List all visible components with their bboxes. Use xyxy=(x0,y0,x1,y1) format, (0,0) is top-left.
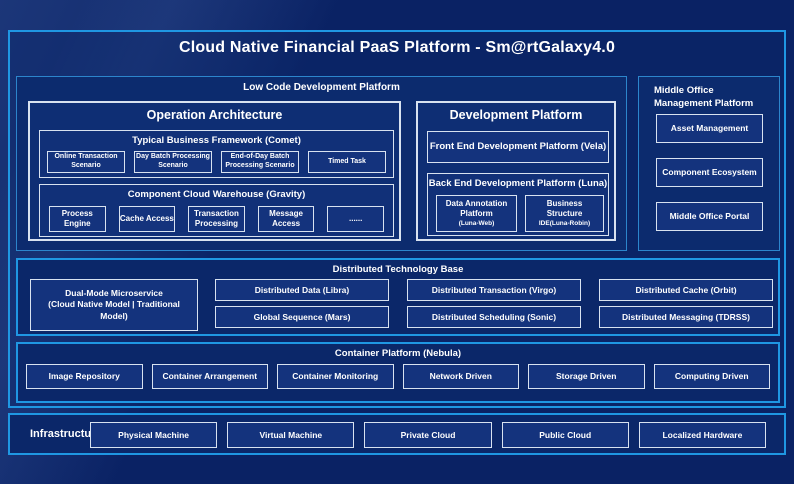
distributed-data-libra-box: Distributed Data (Libra) xyxy=(215,279,389,301)
private-cloud-box: Private Cloud xyxy=(364,422,492,448)
business-structure-label: Business Structure xyxy=(546,198,583,219)
distributed-cache-orbit-box: Distributed Cache (Orbit) xyxy=(599,279,773,301)
physical-machine-box: Physical Machine xyxy=(90,422,218,448)
infrastructure-items-row: Physical Machine Virtual Machine Private… xyxy=(90,422,767,448)
container-platform-items-row: Image Repository Container Arrangement C… xyxy=(26,364,770,389)
platform-diagram-frame: Cloud Native Financial PaaS Platform - S… xyxy=(8,30,786,408)
component-ecosystem-box: Component Ecosystem xyxy=(656,158,763,187)
distributed-grid: Distributed Data (Libra) Distributed Tra… xyxy=(215,279,773,328)
ellipsis-box: ...... xyxy=(327,206,384,232)
middle-office-management-platform-section: Middle Office Management Platform Asset … xyxy=(638,76,780,251)
dual-mode-sublabel: (Cloud Native Model | Traditional Model) xyxy=(48,299,180,321)
distributed-messaging-tdrss-box: Distributed Messaging (TDRSS) xyxy=(599,306,773,328)
development-platform-panel: Development Platform Front End Developme… xyxy=(416,101,616,241)
dual-mode-label: Dual-Mode Microservice xyxy=(65,288,163,299)
low-code-platform-label: Low Code Development Platform xyxy=(243,82,400,93)
infrastructure-label: Infrastructure xyxy=(30,428,102,440)
low-code-development-platform-section: Low Code Development Platform Operation … xyxy=(16,76,627,251)
development-platform-title: Development Platform xyxy=(449,108,583,122)
data-annotation-label: Data Annotation Platform xyxy=(445,198,508,219)
gravity-group-title: Component Cloud Warehouse (Gravity) xyxy=(127,189,306,200)
distributed-scheduling-sonic-box: Distributed Scheduling (Sonic) xyxy=(407,306,581,328)
component-cloud-warehouse-gravity-group: Component Cloud Warehouse (Gravity) Proc… xyxy=(39,184,394,237)
dual-mode-microservice-box: Dual-Mode Microservice (Cloud Native Mod… xyxy=(30,279,198,331)
computing-driven-box: Computing Driven xyxy=(653,364,770,389)
container-monitoring-box: Container Monitoring xyxy=(277,364,394,389)
image-repository-box: Image Repository xyxy=(26,364,143,389)
data-annotation-platform-luna-web-box: Data Annotation Platform (Luna-Web) xyxy=(436,195,517,232)
public-cloud-box: Public Cloud xyxy=(501,422,629,448)
timed-task-box: Timed Task xyxy=(308,151,386,173)
data-annotation-sublabel: (Luna-Web) xyxy=(458,219,495,227)
business-structure-ide-luna-robin-box: Business Structure IDE(Luna-Robin) xyxy=(525,195,604,232)
infrastructure-section: Infrastructure Physical Machine Virtual … xyxy=(8,413,786,455)
container-platform-nebula-label: Container Platform (Nebula) xyxy=(334,348,462,359)
transaction-processing-box: Transaction Processing xyxy=(188,206,245,232)
operation-architecture-panel: Operation Architecture Typical Business … xyxy=(28,101,401,241)
cache-access-box: Cache Access xyxy=(118,206,176,232)
container-arrangement-box: Container Arrangement xyxy=(151,364,268,389)
operation-architecture-title: Operation Architecture xyxy=(146,108,283,122)
storage-driven-box: Storage Driven xyxy=(528,364,645,389)
back-end-development-platform-luna-group: Back End Development Platform (Luna) Dat… xyxy=(427,173,609,236)
business-structure-sublabel: IDE(Luna-Robin) xyxy=(538,219,591,227)
gravity-items-row: Process Engine Cache Access Transaction … xyxy=(49,206,384,232)
localized-hardware-box: Localized Hardware xyxy=(638,422,767,448)
container-platform-nebula-section: Container Platform (Nebula) Image Reposi… xyxy=(16,342,780,403)
comet-group-title: Typical Business Framework (Comet) xyxy=(132,135,301,146)
distributed-transaction-virgo-box: Distributed Transaction (Virgo) xyxy=(407,279,581,301)
distributed-technology-base-label: Distributed Technology Base xyxy=(332,264,464,275)
end-of-day-batch-processing-scenario-box: End-of-Day Batch Processing Scenario xyxy=(221,151,299,173)
back-end-luna-title: Back End Development Platform (Luna) xyxy=(428,178,608,189)
middle-office-platform-label: Middle Office Management Platform xyxy=(654,85,754,109)
online-transaction-scenario-box: Online Transaction Scenario xyxy=(47,151,125,173)
asset-management-box: Asset Management xyxy=(656,114,763,143)
virtual-machine-box: Virtual Machine xyxy=(227,422,355,448)
middle-office-portal-box: Middle Office Portal xyxy=(656,202,763,231)
message-access-box: Message Access xyxy=(257,206,315,232)
network-driven-box: Network Driven xyxy=(402,364,519,389)
distributed-technology-base-section: Distributed Technology Base Dual-Mode Mi… xyxy=(16,258,780,336)
comet-items-row: Online Transaction Scenario Day Batch Pr… xyxy=(47,151,386,173)
front-end-development-platform-vela-box: Front End Development Platform (Vela) xyxy=(427,131,609,163)
page-title: Cloud Native Financial PaaS Platform - S… xyxy=(178,39,616,56)
typical-business-framework-comet-group: Typical Business Framework (Comet) Onlin… xyxy=(39,130,394,178)
process-engine-box: Process Engine xyxy=(49,206,106,232)
day-batch-processing-scenario-box: Day Batch Processing Scenario xyxy=(134,151,212,173)
global-sequence-mars-box: Global Sequence (Mars) xyxy=(215,306,389,328)
